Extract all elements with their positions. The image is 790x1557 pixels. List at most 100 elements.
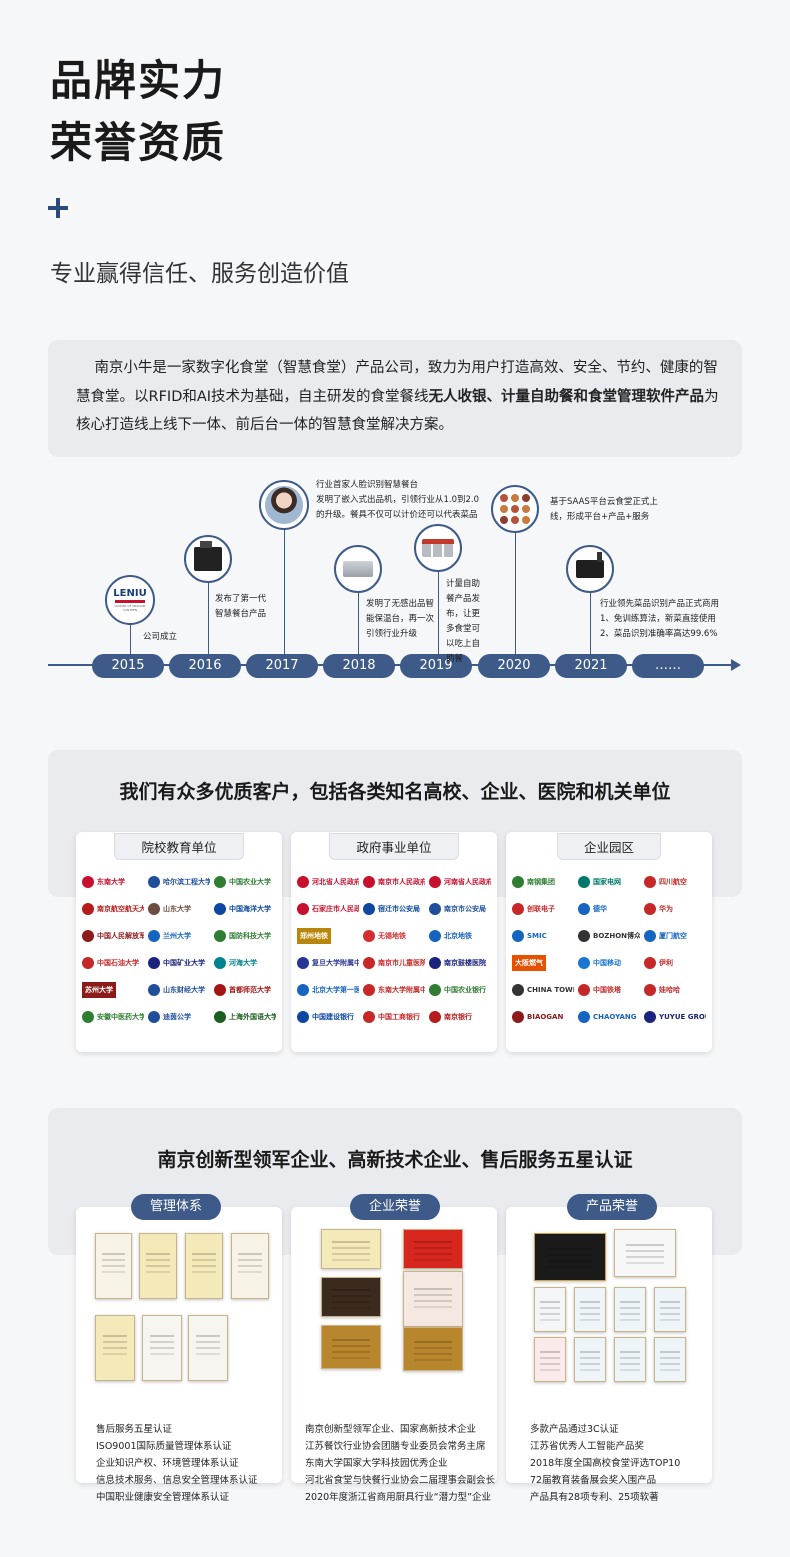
client-card-schools: 院校教育单位 东南大学哈尔滨工程大学中国农业大学南京航空航天大学山东大学中国海洋… [76, 832, 282, 1052]
client-logo: 中国工商银行 [363, 1007, 425, 1026]
logo-emblem-icon [429, 1010, 441, 1023]
certificate-image [614, 1229, 676, 1277]
logo-emblem-icon [82, 1010, 94, 1023]
logo-emblem-icon [578, 875, 590, 888]
client-logo: YUYUE GROUP [644, 1007, 706, 1026]
tag-product: 产品荣誉 [567, 1194, 657, 1220]
event-2015: 公司成立 [143, 632, 178, 642]
client-logo: 中国人民解放军大学 [82, 926, 144, 945]
logo-emblem-icon [429, 875, 441, 888]
logo-emblem-icon [297, 956, 309, 969]
logo-emblem-icon [297, 902, 309, 915]
client-logo: 国家电网 [578, 872, 640, 891]
year-2017: 2017 [246, 654, 318, 678]
leniu-logo: LENIU LEADER OF WISDOM CANTEEN [105, 575, 155, 625]
client-logo: 兰州大学 [148, 926, 210, 945]
client-logo: BOZHON博众 [578, 926, 640, 945]
logo-emblem-icon [578, 1010, 590, 1023]
client-logo: 中国移动 [578, 953, 640, 972]
logo-emblem-icon [297, 875, 309, 888]
client-logo: 首都师范大学 [214, 980, 276, 999]
year-2019: 2019 [400, 654, 472, 678]
client-card-label: 院校教育单位 [114, 832, 244, 860]
logo-emblem-icon [363, 1010, 375, 1023]
logo-emblem-icon [578, 902, 590, 915]
year-2018: 2018 [323, 654, 395, 678]
logo-emblem-icon [578, 956, 590, 969]
client-logo: 河海大学 [214, 953, 276, 972]
client-logo: 南京鼓楼医院 [429, 953, 491, 972]
certificate-image [534, 1233, 606, 1281]
year-2015: 2015 [92, 654, 164, 678]
timeline-stem [208, 582, 209, 654]
logo-emblem-icon [512, 983, 524, 996]
logo-emblem-icon [214, 983, 226, 996]
certificate-image [185, 1233, 223, 1299]
client-logo: 山东大学 [148, 899, 210, 918]
face-recognition-avatar [259, 480, 309, 530]
timeline-stem [284, 527, 285, 654]
logo-emblem-icon [148, 875, 160, 888]
client-logo: 中国海洋大学 [214, 899, 276, 918]
client-card-government: 政府事业单位 河北省人民政府南京市人民政府河南省人民政府石家庄市人民政府宿迁市公… [291, 832, 497, 1052]
year-more: …… [632, 654, 704, 678]
client-logo: 复旦大学附属中山医院 [297, 953, 359, 972]
warming-table-icon [334, 545, 382, 593]
client-logo: 中国农业银行 [429, 980, 491, 999]
logo-emblem-icon [644, 875, 656, 888]
hero-title-line2: 荣誉资质 [50, 118, 227, 167]
client-logo: 南京航空航天大学 [82, 899, 144, 918]
logo-emblem-icon [512, 902, 524, 915]
logo-emblem-icon [578, 929, 590, 942]
client-logo: 中国建设银行 [297, 1007, 359, 1026]
client-logo: 上海外国语大学 [214, 1007, 276, 1026]
hero-title-line1: 品牌实力 [50, 56, 227, 105]
client-logo: 娃哈哈 [644, 980, 706, 999]
certificate-image [142, 1315, 182, 1381]
timeline-stem [590, 592, 591, 654]
year-2021: 2021 [555, 654, 627, 678]
client-logo: 伊利 [644, 953, 706, 972]
certificate-image [403, 1229, 463, 1269]
client-card-label: 企业园区 [556, 832, 661, 860]
logo-emblem-icon [214, 1010, 226, 1023]
logo-emblem-icon [214, 956, 226, 969]
client-card-label: 政府事业单位 [329, 832, 459, 860]
certificate-image [321, 1229, 381, 1269]
leniu-logo-sub: LEADER OF WISDOM CANTEEN [114, 604, 146, 612]
smart-counter-icon [184, 535, 232, 583]
logo-emblem-icon [214, 902, 226, 915]
logo-emblem-icon [363, 956, 375, 969]
client-logo: 南钢集团 [512, 872, 574, 891]
logo-emblem-icon [82, 929, 94, 942]
intro-bold: 无人收银、计量自助餐和食堂管理软件产品 [428, 388, 705, 405]
client-logo: BIAOGAN [512, 1007, 574, 1026]
client-logo: 南京市儿童医院 [363, 953, 425, 972]
honor-list: 南京创新型领军企业、国家高新技术企业江苏餐饮行业协会团膳专业委员会常务主席东南大… [305, 1424, 496, 1503]
certificate-image [321, 1325, 381, 1369]
logo-emblem-icon [82, 956, 94, 969]
client-logo: 东南大学附属中大医院 [363, 980, 425, 999]
logo-emblem-icon [429, 983, 441, 996]
client-logo: 德华 [578, 899, 640, 918]
logo-emblem-icon [512, 1010, 524, 1023]
client-logo: 宿迁市公安局 [363, 899, 425, 918]
certificate-image [654, 1337, 686, 1382]
logo-emblem-icon [148, 902, 160, 915]
year-2020: 2020 [478, 654, 550, 678]
client-logo: 无锡地铁 [363, 926, 425, 945]
client-logo: 厦门航空 [644, 926, 706, 945]
leniu-logo-text: LENIU [113, 588, 147, 599]
certificate-image [654, 1287, 686, 1332]
logo-emblem-icon [82, 902, 94, 915]
certificate-image [321, 1277, 381, 1317]
client-logo: 北京大学第一医院 [297, 980, 359, 999]
client-logo: 石家庄市人民政府 [297, 899, 359, 918]
client-logo: 中国矿业大学 [148, 953, 210, 972]
client-logo: 大阪燃气 [512, 953, 574, 972]
timeline-stem [515, 532, 516, 654]
client-logo: 苏州大学 [82, 980, 144, 999]
client-logo: SMIC [512, 926, 574, 945]
